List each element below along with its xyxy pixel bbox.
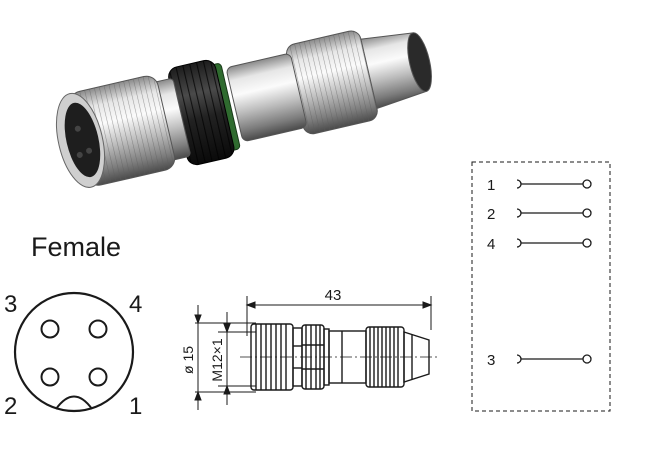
face-outline [13, 291, 135, 413]
pin-socket-2 [40, 367, 60, 387]
diameter-value: ø 15 [180, 346, 196, 374]
pin-socket-3 [40, 319, 60, 339]
pin-socket-1 [88, 367, 108, 387]
terminal-row-4 [516, 238, 592, 248]
terminal-row-3 [516, 354, 592, 364]
coding-key [55, 395, 93, 410]
terminal-row-2 [516, 208, 592, 218]
terminal-label-4: 4 [487, 236, 495, 253]
wiring-schematic: 1 2 4 3 [471, 161, 611, 412]
terminal-label-2: 2 [487, 206, 495, 223]
pin-face-view: 3 4 2 1 [4, 291, 142, 420]
connector-photo [55, 30, 432, 188]
body-sleeve [226, 53, 307, 142]
gender-label: Female [31, 232, 121, 262]
schematic-frame [471, 161, 611, 412]
length-value: 43 [325, 287, 342, 304]
terminal-label-1: 1 [487, 177, 495, 194]
terminal-row-1 [516, 179, 592, 189]
thread-value: M12×1 [209, 338, 225, 381]
pin-label-2: 2 [4, 393, 17, 420]
pin-label-1: 1 [129, 393, 142, 420]
pin-label-3: 3 [4, 291, 17, 318]
pin-label-4: 4 [129, 291, 142, 318]
terminal-label-3: 3 [487, 352, 495, 369]
pin-socket-4 [88, 319, 108, 339]
dimension-drawing [194, 296, 440, 410]
